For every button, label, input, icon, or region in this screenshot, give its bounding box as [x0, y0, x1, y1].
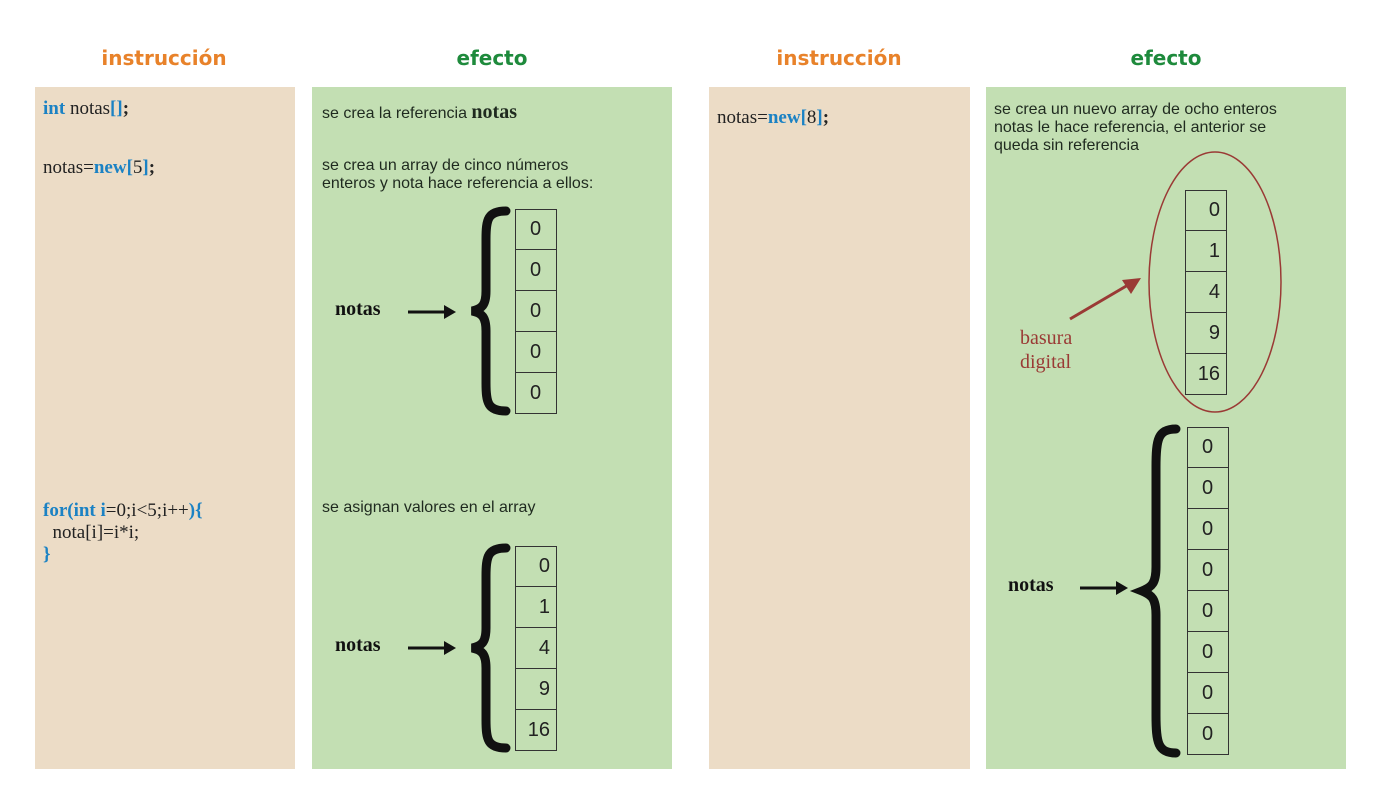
loop-brace-open: {	[195, 500, 203, 521]
header-effect-1: efecto	[456, 46, 528, 70]
arrow-icon	[408, 305, 456, 319]
effect-array-line-2: enteros y nota hace referencia a ellos:	[322, 175, 594, 192]
effect-reference-text: se crea la referencia notas	[322, 101, 517, 123]
code-declaration: int notas[];	[43, 98, 129, 120]
array-cell: 0	[515, 250, 557, 291]
loop-condition: =0;i<5;i++	[105, 500, 189, 521]
code-for-loop: for(int i=0;i<5;i++){ nota[i]=i*i; }	[43, 500, 203, 566]
notas-label-3: notas	[1008, 574, 1054, 596]
array-cell: 4	[1185, 272, 1227, 313]
effect-array-line-1: se crea un array de cinco números	[322, 157, 569, 174]
loop-brace-close: }	[43, 544, 51, 565]
array-cell: 4	[515, 628, 557, 669]
header-effect-2: efecto	[1130, 46, 1202, 70]
array-cell: 0	[515, 291, 557, 332]
notas-label-1: notas	[335, 298, 381, 320]
array-cell: 1	[515, 587, 557, 628]
effect-assign-text: se asignan valores en el array	[322, 499, 536, 516]
array-cell: 0	[1185, 190, 1227, 231]
code-bracket-open: [	[800, 107, 807, 128]
instruction-panel-2	[709, 87, 970, 769]
array-cell: 0	[1187, 632, 1229, 673]
code-bracket-close: ]	[816, 107, 823, 128]
keyword-int: int	[43, 98, 66, 119]
array-cell: 0	[1187, 673, 1229, 714]
code-size: 8	[806, 107, 817, 128]
array-cell: 16	[1185, 354, 1227, 395]
effect-array-text: se crea un array de cinco números entero…	[322, 157, 593, 193]
array-cell: 9	[515, 669, 557, 710]
code-semicolon: ;	[148, 157, 156, 178]
code-semicolon: ;	[122, 98, 130, 119]
array-cell: 0	[1187, 714, 1229, 755]
array-cell: 0	[1187, 550, 1229, 591]
code-allocation-5: notas=new[5];	[43, 157, 155, 179]
notas-label-2: notas	[335, 634, 381, 656]
curly-brace-icon	[470, 543, 511, 753]
code-brackets: []	[110, 98, 123, 119]
effect-new-line-2: notas le hace referencia, el anterior se	[994, 119, 1267, 136]
curly-brace-icon	[1129, 424, 1181, 758]
array-cell: 0	[1187, 509, 1229, 550]
loop-variable: i	[95, 500, 106, 521]
loop-body: nota[i]=i*i;	[43, 522, 140, 543]
effect-new-line-1: se crea un nuevo array de ocho enteros	[994, 101, 1277, 118]
garbage-label: basura digital	[1020, 326, 1072, 374]
garbage-ellipse	[1148, 151, 1282, 413]
keyword-new: new	[93, 157, 127, 178]
array-cell: 0	[515, 546, 557, 587]
arrow-icon	[1080, 581, 1128, 595]
code-allocation-8: notas=new[8];	[717, 107, 829, 129]
header-instruction-1: instrucción	[101, 46, 227, 70]
array-cell: 0	[1187, 427, 1229, 468]
effect-new-array-text: se crea un nuevo array de ocho enteros n…	[994, 101, 1277, 155]
garbage-label-line-1: basura	[1020, 327, 1073, 349]
array-cell: 0	[515, 209, 557, 250]
array-cell: 16	[515, 710, 557, 751]
array-cell: 0	[515, 373, 557, 414]
code-lhs: notas=	[43, 157, 94, 178]
effect-panel-1	[312, 87, 672, 769]
code-semicolon: ;	[822, 107, 830, 128]
arrow-icon	[408, 641, 456, 655]
code-lhs: notas=	[717, 107, 768, 128]
effect-reference-prefix: se crea la referencia	[322, 105, 472, 122]
keyword-new: new	[767, 107, 801, 128]
garbage-label-line-2: digital	[1020, 351, 1072, 373]
code-size: 5	[132, 157, 143, 178]
code-bracket-close: ]	[142, 157, 149, 178]
array-cell: 0	[1187, 591, 1229, 632]
effect-new-line-3: queda sin referencia	[994, 137, 1139, 154]
curly-brace-icon	[470, 206, 511, 416]
header-instruction-2: instrucción	[776, 46, 902, 70]
code-bracket-open: [	[126, 157, 133, 178]
instruction-panel-1	[35, 87, 295, 769]
array-cell: 9	[1185, 313, 1227, 354]
loop-close-paren: )	[188, 500, 196, 521]
array-cell: 0	[1187, 468, 1229, 509]
array-cell: 0	[515, 332, 557, 373]
array-cell: 1	[1185, 231, 1227, 272]
code-identifier: notas	[65, 98, 111, 119]
keyword-for-int: for(int	[43, 500, 96, 521]
effect-reference-name: notas	[471, 101, 517, 123]
garbage-arrow-icon	[1069, 278, 1141, 321]
